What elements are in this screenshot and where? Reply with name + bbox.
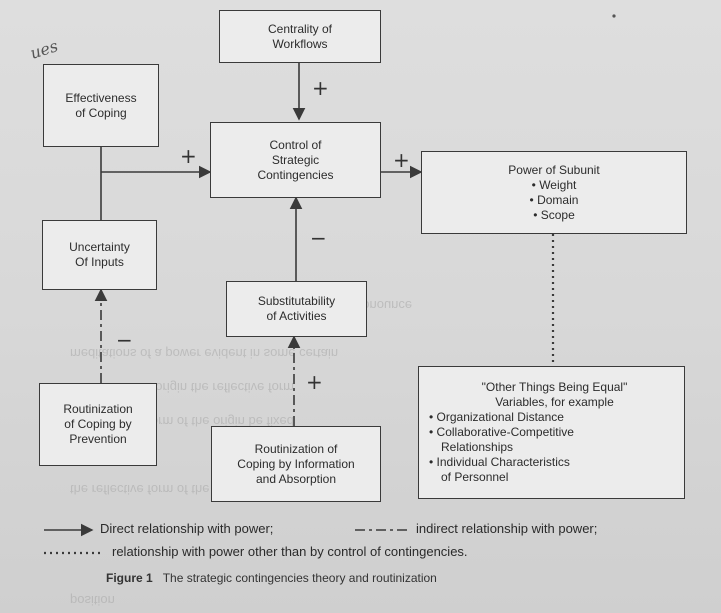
sign-control-power: + — [393, 148, 410, 172]
box-routinization-of-coping-by-prevention: Routinization of Coping by Prevention — [39, 383, 157, 466]
sign-effectiveness-control: + — [180, 144, 197, 168]
sign-substitutability-control: − — [310, 226, 327, 250]
sign-prevention-uncertainty: − — [116, 328, 133, 352]
box-uncertainty-of-inputs: Uncertainty Of Inputs — [42, 220, 157, 290]
legend-indirect: indirect relationship with power; — [416, 521, 598, 536]
figure-caption-text: The strategic contingencies theory and r… — [162, 571, 437, 585]
figure-label: Figure 1 — [106, 571, 153, 585]
box-power-of-subunit: Power of Subunit • Weight • Domain • Sco… — [421, 151, 687, 234]
box-other-things-being-equal: "Other Things Being Equal" Variables, fo… — [418, 366, 685, 499]
sign-information-substitutability: + — [306, 370, 323, 394]
box-centrality-of-workflows: Centrality of Workflows — [219, 10, 381, 63]
legend-other: relationship with power other than by co… — [112, 544, 468, 559]
box-effectiveness-of-coping: Effectiveness of Coping — [43, 64, 159, 147]
sign-centrality-control: + — [312, 76, 329, 100]
box-routinization-of-coping-by-information: Routinization of Coping by Information a… — [211, 426, 381, 502]
box-substitutability-of-activities: Substitutability of Activities — [226, 281, 367, 337]
legend-direct: Direct relationship with power; — [100, 521, 274, 536]
figure-caption: Figure 1 The strategic contingencies theo… — [106, 571, 437, 585]
box-control-of-strategic-contingencies: Control of Strategic Contingencies — [210, 122, 381, 198]
